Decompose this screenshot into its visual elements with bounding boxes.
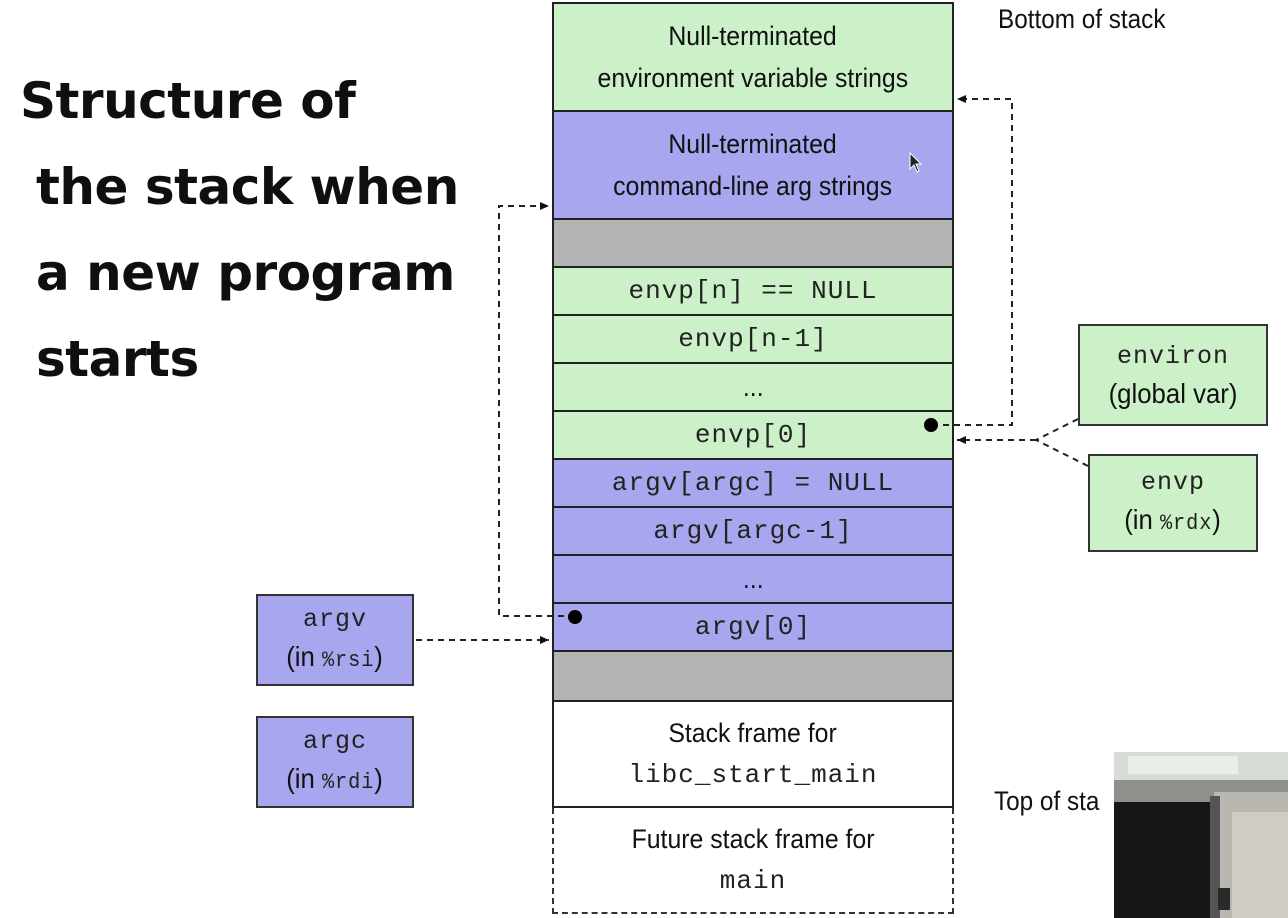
environ-arrow xyxy=(1035,418,1079,441)
argv-argc-label: argv[argc] = NULL xyxy=(611,468,895,498)
argv-ellipsis-label: ... xyxy=(742,564,764,594)
environ-desc: (global var) xyxy=(1108,378,1238,409)
envp-n-minus-1-cell: envp[n-1] xyxy=(552,314,954,364)
libc-frame-line-2: libc_start_main xyxy=(628,760,878,790)
main-frame-line-2: main xyxy=(719,866,787,896)
argv-argc-minus-1-label: argv[argc-1] xyxy=(653,516,853,546)
envp0-to-env-strings-arrow xyxy=(932,95,1013,426)
envp-name: envp xyxy=(1140,467,1205,497)
envp-register-arrow xyxy=(1035,439,1089,467)
argc-register: %rdi xyxy=(322,769,375,795)
arg-strings-line-1: Null-terminated xyxy=(668,129,838,159)
envp-register: %rdx xyxy=(1160,510,1213,536)
envp-ellipsis-label: ... xyxy=(742,372,764,402)
video-thumbnail-image xyxy=(1114,752,1288,918)
libc-frame-line-1: Stack frame for xyxy=(668,718,838,748)
libc-frame-cell: Stack frame for libc_start_main xyxy=(552,700,954,808)
argv-desc-prefix: (in xyxy=(286,640,323,672)
lecturer-video-overlay xyxy=(1114,752,1288,918)
bottom-of-stack-label: Bottom of stack xyxy=(998,4,1166,34)
argc-name: argc xyxy=(302,726,367,756)
title-line-3: a new program xyxy=(36,244,455,302)
slide-title: Structure of the stack when a new progra… xyxy=(20,58,459,402)
envp-n-label: envp[n] == NULL xyxy=(628,276,878,306)
env-strings-line-1: Null-terminated xyxy=(668,21,838,51)
argv-name: argv xyxy=(302,604,367,634)
main-frame-cell: Future stack frame for main xyxy=(552,808,954,914)
argv-desc: (in %rsi) xyxy=(287,639,384,680)
argv-argc-cell: argv[argc] = NULL xyxy=(552,458,954,508)
argv-0-cell: argv[0] xyxy=(552,602,954,652)
envp-desc-prefix: (in xyxy=(1124,503,1161,535)
main-frame-line-1: Future stack frame for xyxy=(631,824,875,854)
top-of-stack-label: Top of sta xyxy=(994,786,1100,816)
envp-0-label: envp[0] xyxy=(694,420,812,450)
environ-name: environ xyxy=(1116,342,1230,371)
argv0-pointer-dot xyxy=(568,610,582,624)
argv-desc-suffix: ) xyxy=(374,640,384,672)
envp0-pointer-dot xyxy=(924,418,938,432)
envp-desc: (in %rdx) xyxy=(1125,502,1222,543)
argc-desc-prefix: (in xyxy=(286,762,323,794)
argv-register: %rsi xyxy=(322,647,375,673)
title-line-4: starts xyxy=(36,330,199,388)
env-strings-cell: Null-terminated environment variable str… xyxy=(552,2,954,112)
mouse-cursor-icon xyxy=(909,152,923,173)
arg-strings-line-2: command-line arg strings xyxy=(613,171,893,201)
argc-desc-suffix: ) xyxy=(374,762,384,794)
title-line-1: Structure of xyxy=(20,72,356,130)
argv-0-label: argv[0] xyxy=(694,612,812,642)
title-line-2: the stack when xyxy=(36,158,459,216)
argv0-to-arg-strings-arrow xyxy=(498,202,575,617)
argc-desc: (in %rdi) xyxy=(287,761,384,802)
envp-desc-suffix: ) xyxy=(1212,503,1222,535)
env-strings-line-2: environment variable strings xyxy=(597,63,909,93)
argv-argc-minus-1-cell: argv[argc-1] xyxy=(552,506,954,556)
argv-box: argv (in %rsi) xyxy=(256,594,414,686)
environ-box: environ (global var) xyxy=(1078,324,1268,426)
padding-cell-lower xyxy=(552,650,954,702)
envp-0-cell: envp[0] xyxy=(552,410,954,460)
envp-box: envp (in %rdx) xyxy=(1088,454,1258,552)
envp-n-minus-1-label: envp[n-1] xyxy=(678,324,828,354)
argc-box: argc (in %rdi) xyxy=(256,716,414,808)
